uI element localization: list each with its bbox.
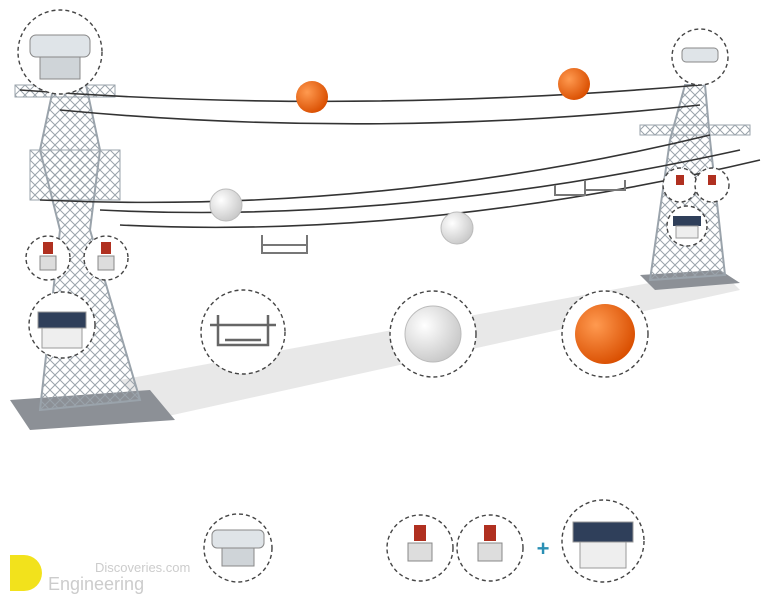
white-marker-ball	[440, 211, 474, 245]
orange-marker-ball	[558, 68, 590, 100]
orange-marker-ball	[296, 81, 328, 113]
beacon-icon	[29, 34, 719, 567]
spacer-callout	[200, 289, 286, 375]
logo: Discoveries.com Engineering	[10, 555, 190, 594]
plus-sign: +	[537, 536, 550, 561]
spacer-icon	[210, 315, 276, 347]
wires	[19, 84, 761, 229]
white-marker-ball	[209, 188, 243, 222]
orange-ball-icon	[575, 304, 635, 364]
wire-spacer	[261, 180, 626, 254]
obstruction-light-icon	[39, 175, 716, 562]
solar-panel-icon	[37, 216, 701, 569]
logo-line1: Discoveries.com	[95, 560, 190, 575]
white-ball-icon	[404, 305, 462, 363]
logo-line2: Engineering	[48, 574, 144, 594]
